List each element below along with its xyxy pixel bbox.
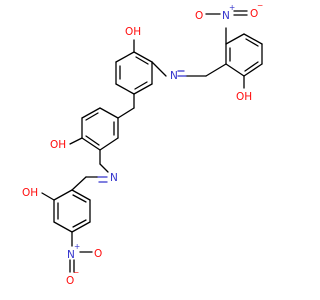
- bond: [81, 137, 101, 151]
- nitro-o-minus-label: O: [66, 275, 74, 287]
- lower-hydroxyphenyl-ring: [69, 107, 119, 151]
- bond: [133, 51, 153, 63]
- bond-inner: [244, 61, 259, 72]
- upper-hydroxyphenyl-ring: [115, 39, 153, 119]
- upper-imine-n-label: N: [170, 70, 178, 82]
- bond: [115, 83, 135, 95]
- bond-inner: [85, 112, 99, 121]
- bond-inner: [85, 135, 100, 146]
- nitro-o-label: O: [94, 248, 102, 260]
- lower-middle-oh-label: OH: [50, 139, 66, 151]
- molecule-diagram: N + O O − OH N OH: [22, 1, 263, 287]
- bond-inner: [134, 81, 148, 90]
- lower-imine-n-label: N: [110, 172, 118, 184]
- upper-middle-oh-label: OH: [125, 26, 141, 38]
- nitro-o-minus-label: O: [250, 8, 258, 20]
- lower-oh-label: OH: [22, 187, 38, 199]
- bond: [41, 192, 55, 201]
- bond: [133, 83, 153, 95]
- bond: [71, 176, 87, 191]
- bond: [151, 61, 167, 77]
- upper-nitro-group: N + O O −: [195, 1, 263, 22]
- bond-inner: [72, 194, 87, 203]
- nitro-o-charge: −: [73, 268, 79, 277]
- nitro-o-label: O: [195, 10, 203, 22]
- nitro-n-label: N: [222, 10, 230, 22]
- upper-nitrophenol-ring: [205, 27, 263, 89]
- bond: [115, 51, 135, 63]
- bond: [99, 163, 109, 173]
- bond: [53, 221, 73, 233]
- lower-nitro-group: N + O O −: [66, 242, 102, 287]
- bond: [243, 33, 263, 45]
- bond-inner: [72, 219, 87, 228]
- nitro-n-charge: +: [74, 242, 80, 251]
- bond: [53, 189, 73, 201]
- upper-imine-linker: N: [151, 61, 207, 82]
- bond: [71, 221, 91, 233]
- nitro-n-label: N: [67, 249, 75, 261]
- lower-nitrophenol-ring: [41, 189, 91, 247]
- nitro-o-charge: −: [257, 1, 263, 10]
- bond: [117, 107, 135, 119]
- bond: [225, 33, 245, 45]
- bond: [205, 63, 227, 77]
- structure-svg: N + O O − OH N OH: [22, 1, 263, 287]
- bond: [243, 63, 263, 77]
- bond: [71, 189, 91, 201]
- lower-imine-linker: N: [71, 149, 118, 191]
- bond-inner: [245, 38, 259, 47]
- bond: [81, 107, 101, 119]
- bond: [69, 137, 83, 145]
- upper-oh-label: OH: [236, 91, 252, 103]
- bond: [225, 63, 245, 77]
- bond: [99, 137, 119, 151]
- bond: [99, 107, 119, 119]
- nitro-n-charge: +: [229, 3, 235, 12]
- bond-inner: [135, 56, 149, 65]
